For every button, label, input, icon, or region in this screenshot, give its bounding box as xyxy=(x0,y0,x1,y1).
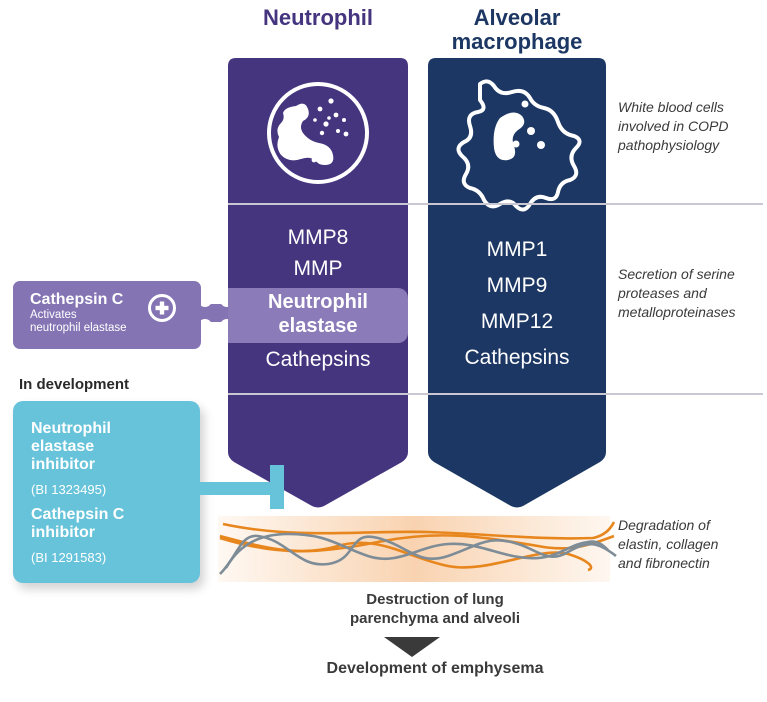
outcome-destruction: Destruction of lung parenchyma and alveo… xyxy=(250,590,620,628)
cathepsin-c-box xyxy=(13,281,201,349)
in-development-label: In development xyxy=(19,376,130,393)
protease-item: MMP xyxy=(293,257,343,280)
outcome-line: parenchyma and alveoli xyxy=(349,610,521,627)
drug-name-line: inhibitor xyxy=(31,524,95,541)
down-arrow-icon xyxy=(384,637,440,657)
note-line: and fibronectin xyxy=(618,555,710,571)
drug-code: (BI 1291583) xyxy=(31,550,107,565)
neutrophil-protease-list: MMP8 MMP xyxy=(228,222,408,284)
protease-item: MMP1 xyxy=(486,238,548,261)
cathepsin-c-desc-line: neutrophil elastase xyxy=(30,322,127,334)
note-line: Degradation of xyxy=(618,517,710,533)
drug-name-line: elastase xyxy=(31,438,95,455)
drug-name-line: inhibitor xyxy=(31,456,95,473)
protease-item: Cathepsins xyxy=(265,348,371,371)
connector-notch xyxy=(198,319,212,333)
inhibition-connector xyxy=(200,482,282,495)
outcome-line: Destruction of lung xyxy=(366,591,504,608)
gray-fiber xyxy=(219,534,617,575)
fibers-graphic xyxy=(219,521,617,575)
macrophage-heading-line-1: Alveolar xyxy=(473,5,561,30)
neutrophil-column xyxy=(228,58,408,508)
ne-line-2: elastase xyxy=(278,315,358,337)
row-divider-1 xyxy=(228,203,763,205)
plus-circle-icon xyxy=(148,294,176,322)
elastin-fiber xyxy=(222,521,616,540)
drug-name: Neutrophil elastase inhibitor xyxy=(31,420,191,474)
drug-name-line: Neutrophil xyxy=(31,420,111,437)
drug-code: (BI 1323495) xyxy=(31,482,107,497)
neutrophil-elastase-label: Neutrophil elastase xyxy=(228,290,408,338)
protease-item: MMP8 xyxy=(287,226,349,249)
cathepsin-c-description: Activates neutrophil elastase xyxy=(30,309,180,335)
cathepsin-c-connector xyxy=(198,304,232,322)
note-degradation: Degradation of elastin, collagen and fib… xyxy=(618,516,767,573)
neutrophil-protease-list-bottom: Cathepsins xyxy=(228,344,408,375)
macrophage-heading-line-2: macrophage xyxy=(451,29,583,54)
drug-name: Cathepsin C inhibitor xyxy=(31,506,191,542)
in-development-box xyxy=(13,401,200,583)
note-line: pathophysiology xyxy=(618,137,720,153)
note-line: White blood cells xyxy=(618,99,724,115)
drug-name-line: Cathepsin C xyxy=(31,506,125,523)
macrophage-protease-list: MMP1 MMP9 MMP12 Cathepsins xyxy=(428,232,606,376)
note-line: Secretion of serine xyxy=(618,266,735,282)
protease-item: Cathepsins xyxy=(464,346,570,369)
gray-fiber xyxy=(224,532,609,569)
note-line: elastin, collagen xyxy=(618,536,719,552)
neutrophil-elastase-highlight xyxy=(228,288,408,343)
cathepsin-c-title: Cathepsin C xyxy=(30,291,124,308)
cathepsin-c-desc-line: Activates xyxy=(30,309,77,321)
neutrophil-cell-icon xyxy=(267,82,369,184)
outcome-emphysema: Development of emphysema xyxy=(326,660,544,677)
connector-notch xyxy=(198,293,212,307)
macrophage-column xyxy=(428,58,606,508)
macrophage-cell-icon xyxy=(456,79,582,212)
macrophage-heading: Alveolar macrophage xyxy=(428,6,606,54)
protease-item: MMP12 xyxy=(480,310,554,333)
note-line: involved in COPD xyxy=(618,118,729,134)
ne-line-1: Neutrophil xyxy=(268,291,368,313)
note-white-blood-cells: White blood cells involved in COPD patho… xyxy=(618,98,767,155)
inhibition-tee-icon xyxy=(270,465,284,509)
note-secretion: Secretion of serine proteases and metall… xyxy=(618,265,767,322)
protease-item: MMP9 xyxy=(486,274,548,297)
note-line: proteases and xyxy=(618,285,707,301)
neutrophil-heading: Neutrophil xyxy=(263,5,373,30)
note-line: metalloproteinases xyxy=(618,304,736,320)
row-divider-2 xyxy=(228,393,763,395)
